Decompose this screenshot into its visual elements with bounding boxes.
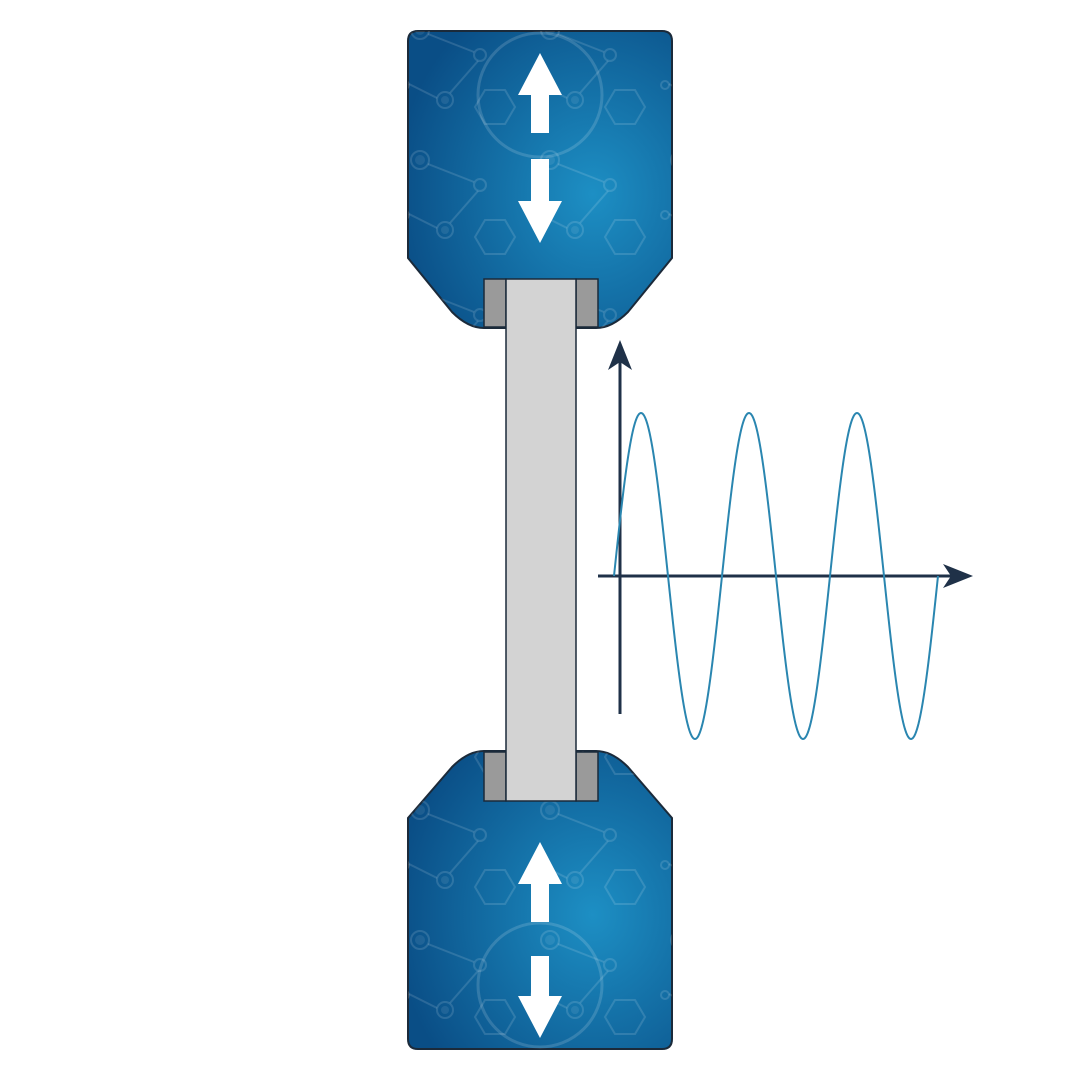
arrow-head-icon xyxy=(943,564,973,588)
top-right-jaw-pad xyxy=(575,278,599,328)
arrow-up-icon xyxy=(518,53,562,133)
arrow-down-icon xyxy=(518,956,562,1038)
sine-wave xyxy=(613,411,939,741)
test-specimen xyxy=(505,278,577,802)
bottom-left-jaw-pad xyxy=(483,751,507,802)
bottom-right-jaw-pad xyxy=(575,751,599,802)
arrow-head-icon xyxy=(608,340,632,370)
top-grip xyxy=(407,30,673,329)
top-left-jaw-pad xyxy=(483,278,507,328)
arrow-up-icon xyxy=(518,842,562,922)
bottom-grip-ring xyxy=(476,921,604,1049)
top-grip-ring xyxy=(476,31,604,159)
arrow-down-icon xyxy=(518,159,562,243)
load-waveform-plot xyxy=(598,340,973,741)
bottom-grip xyxy=(407,750,673,1050)
